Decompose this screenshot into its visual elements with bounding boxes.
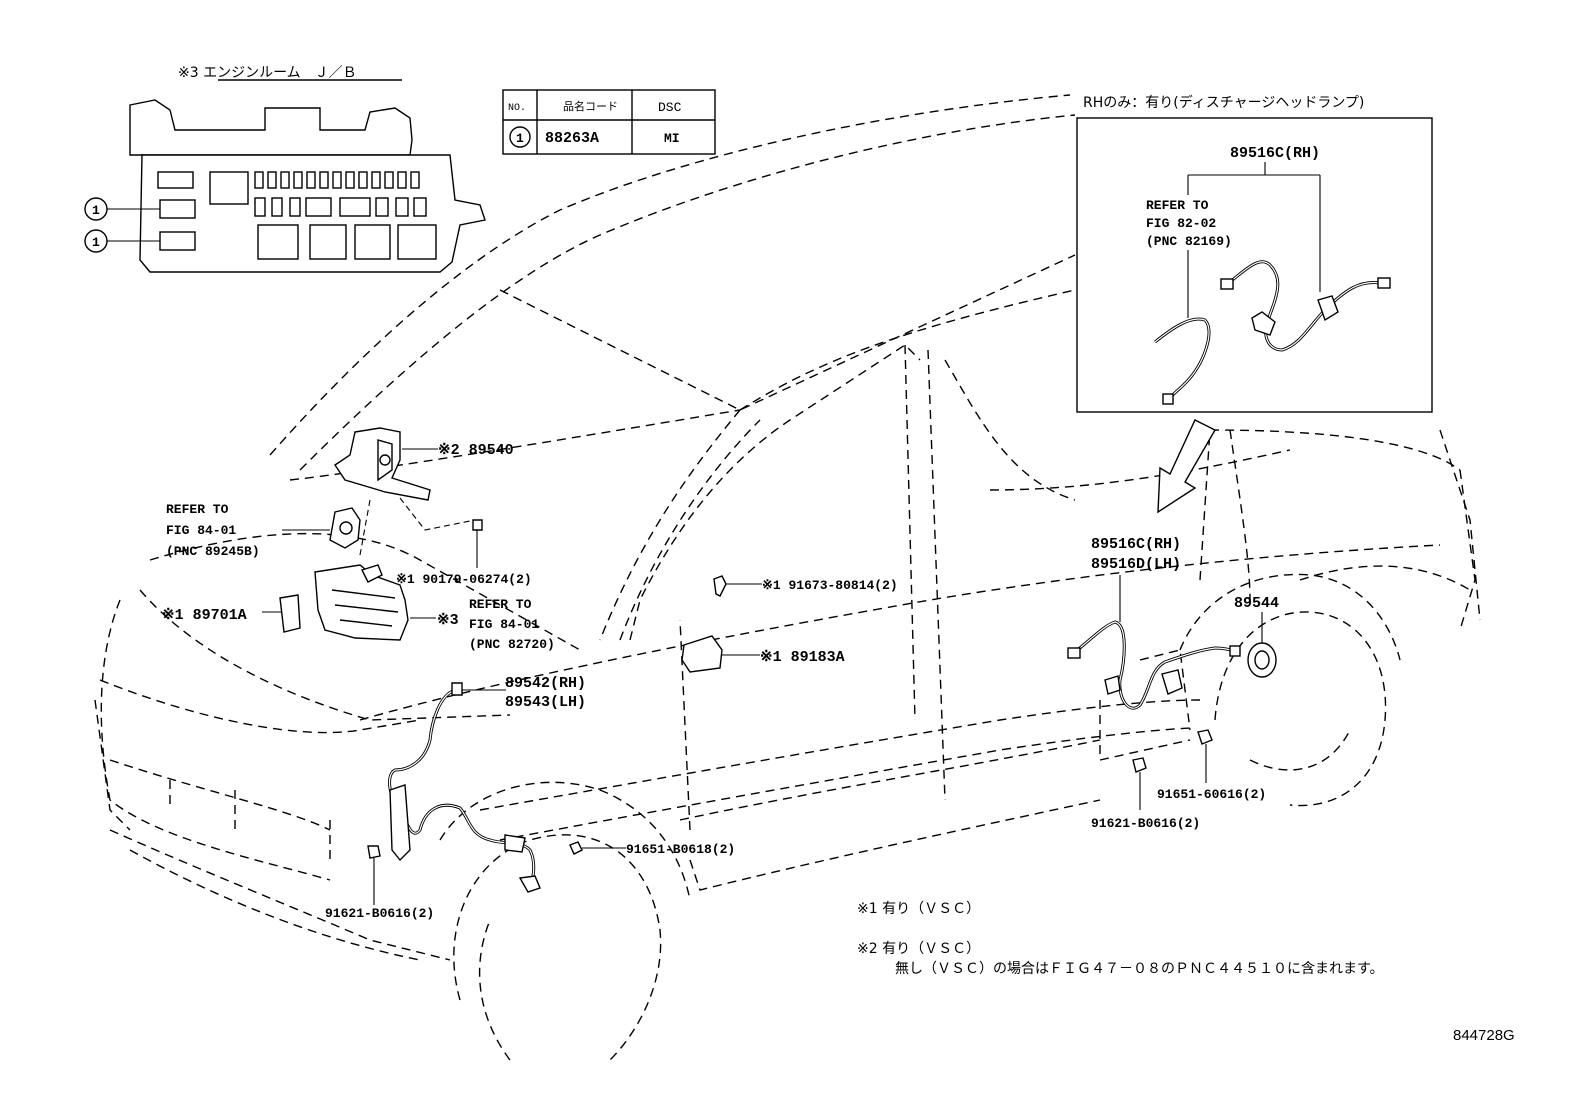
label-89516c: 89516C(RH)	[1091, 536, 1181, 553]
label-91673: ※1 91673-80814(2)	[762, 578, 898, 593]
table-header-dsc: DSC	[658, 100, 682, 115]
part-89701a-sensor	[279, 594, 301, 633]
part-89544-rotor	[1247, 642, 1277, 678]
table-row-code: 88263A	[545, 130, 599, 147]
part-91621-b0616-right-bolt	[1132, 757, 1147, 773]
table-header-code: 品名コード	[563, 99, 618, 113]
part-91621-b0616-left-bolt	[367, 845, 381, 859]
engine-room-junction-block: ※3 エンジンルーム Ｊ／Ｂ 1 1	[84, 65, 486, 273]
vehicle-outline	[94, 94, 1481, 1061]
label-89516d: 89516D(LH)	[1091, 556, 1181, 573]
label-89542: 89542(RH)	[505, 675, 586, 692]
part-90179-nut	[472, 519, 483, 531]
refer-82720-line2: FIG 84-01	[469, 617, 539, 632]
table-row-no-circle	[509, 126, 531, 148]
label-89183a: ※1 89183A	[760, 649, 845, 666]
refer-89245b-line3: (PNC 89245B)	[166, 544, 260, 559]
inset-refer-line1: REFER TO	[1146, 198, 1209, 213]
code-table: NO. 品名コード DSC 1 88263A MI	[502, 89, 716, 155]
footnotes: ※1 有り（ＶＳＣ） ※2 有り（ＶＳＣ） 無し（ＶＳＣ）の場合はＦＩＧ４７－０…	[857, 901, 1384, 977]
part-91651-b0618-bolt	[569, 841, 583, 855]
label-89544: 89544	[1234, 595, 1279, 612]
rear-speed-sensor-harness	[1067, 620, 1241, 710]
label-90179: ※1 90179-06274(2)	[396, 572, 532, 587]
inset-caption: RHのみ：有り(ディスチャージヘッドランプ)	[1083, 94, 1364, 111]
label-89543: 89543(LH)	[505, 694, 586, 711]
label-91621-b0616-left: 91621-B0616(2)	[325, 906, 434, 921]
part-89540-bracket	[334, 427, 431, 501]
label-89701a: ※1 89701A	[162, 607, 247, 624]
label-91651-60616: 91651-60616(2)	[1157, 787, 1266, 802]
table-row-no: 1	[516, 131, 524, 146]
inset-harness	[1154, 260, 1391, 405]
note-2b: 無し（ＶＳＣ）の場合はＦＩＧ４７－０８のＰＮＣ４４５１０に含まれます。	[895, 961, 1384, 977]
note-1: ※1 有り（ＶＳＣ）	[857, 901, 980, 917]
inset-rh-only: RHのみ：有り(ディスチャージヘッドランプ) 89516C(RH) REFER …	[1076, 94, 1433, 413]
jb-callout-1b-label: 1	[92, 235, 100, 250]
inset-refer-line2: FIG 82-02	[1146, 216, 1216, 231]
refer-82720-line1: REFER TO	[469, 597, 532, 612]
label-star3: ※3	[437, 612, 459, 629]
label-89540: ※2 89540	[438, 442, 514, 459]
jb-title: ※3 エンジンルーム Ｊ／Ｂ	[178, 65, 357, 81]
table-row-dsc: MI	[664, 131, 680, 146]
refer-89245b-line2: FIG 84-01	[166, 523, 236, 538]
part-91651-60616-bolt	[1197, 729, 1213, 745]
refer-82720-line3: (PNC 82720)	[469, 637, 555, 652]
part-91673-bolt	[713, 575, 727, 597]
refer-89245b-line1: REFER TO	[166, 502, 229, 517]
jb-callout-1a-label: 1	[92, 203, 100, 218]
inset-part-label: 89516C(RH)	[1230, 145, 1320, 162]
fuse-row	[254, 171, 437, 260]
label-91621-b0616-right: 91621-B0616(2)	[1091, 816, 1200, 831]
front-speed-sensor-harness	[388, 682, 541, 893]
part-89183a-sensor	[681, 635, 723, 673]
inset-pointer-arrow	[1157, 419, 1216, 514]
table-header-no: NO.	[508, 103, 526, 114]
inset-refer-line3: (PNC 82169)	[1146, 234, 1232, 249]
label-91651-b0618: 91651-B0618(2)	[626, 842, 735, 857]
part-ecu-module	[314, 564, 409, 641]
part-89245b-bracket	[329, 507, 361, 549]
note-2a: ※2 有り（ＶＳＣ）	[857, 941, 980, 957]
figure-id: 844728G	[1453, 1027, 1515, 1044]
